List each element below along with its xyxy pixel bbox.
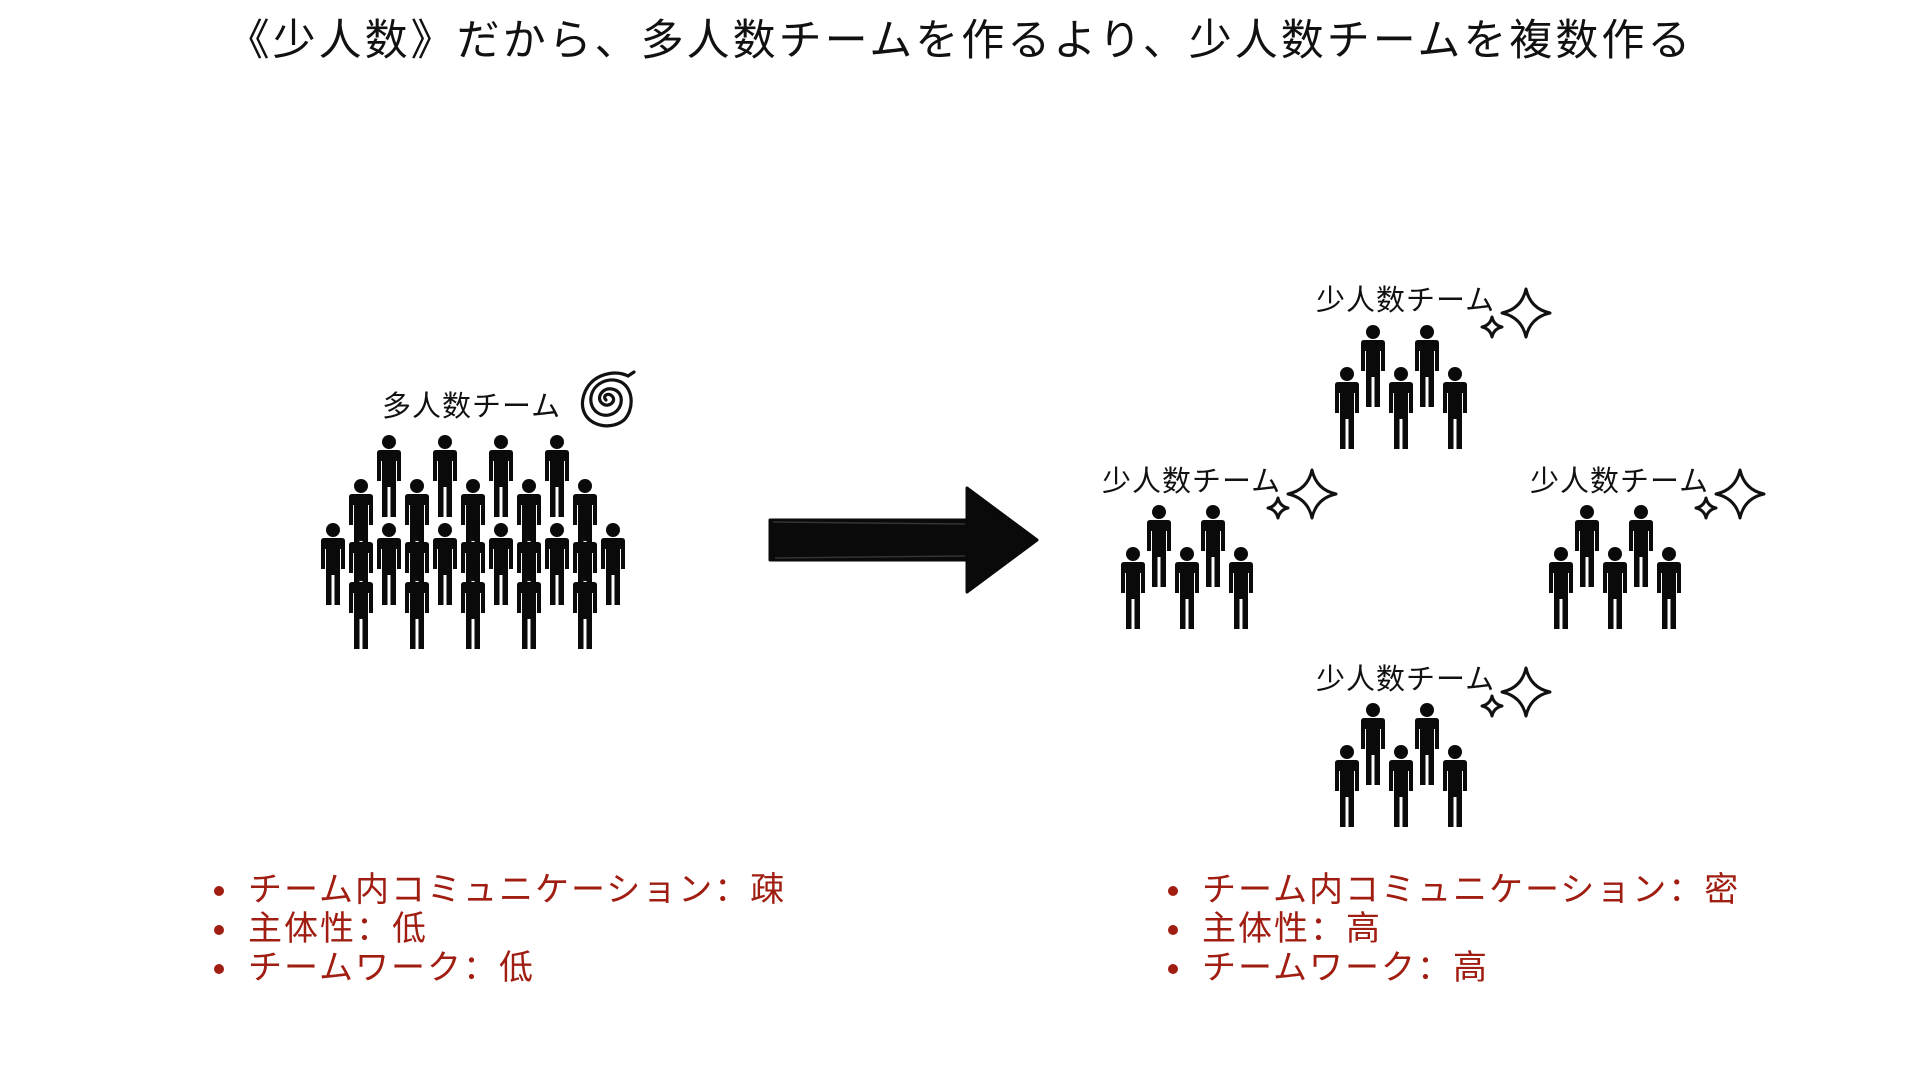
person-icon	[1415, 703, 1439, 785]
person-icon	[1549, 547, 1573, 629]
bullet-dot	[1168, 886, 1178, 896]
bullet-dot	[214, 925, 224, 935]
sparkle-icon	[1266, 468, 1338, 520]
sparkle-star-shape	[1480, 694, 1504, 718]
person-icon	[1229, 547, 1253, 629]
large-team-crowd	[321, 435, 625, 649]
small-team-label-left: 少人数チーム	[1102, 464, 1282, 498]
small-team-label-top: 少人数チーム	[1316, 283, 1496, 317]
person-icon	[1389, 367, 1413, 449]
person-icon	[433, 523, 457, 605]
person-icon	[489, 523, 513, 605]
list-item: チーム内コミュニケーション：密	[1162, 871, 1740, 910]
list-item: 主体性：高	[1162, 910, 1740, 949]
small-team-group-left	[1121, 505, 1253, 629]
small-team-group-top	[1335, 325, 1467, 449]
person-icon	[1147, 505, 1171, 587]
sparkle-star-shape	[1714, 468, 1766, 520]
person-icon	[1575, 505, 1599, 587]
list-item: 主体性：低	[208, 910, 786, 949]
person-icon	[517, 567, 541, 649]
sparkle-star-shape	[1500, 287, 1552, 339]
person-icon	[1335, 745, 1359, 827]
person-icon	[1603, 547, 1627, 629]
person-icon	[1415, 325, 1439, 407]
person-icon	[573, 567, 597, 649]
person-icon	[1121, 547, 1145, 629]
bullet-dot	[214, 886, 224, 896]
person-icon	[377, 523, 401, 605]
person-icon	[545, 523, 569, 605]
list-item: チームワーク：低	[208, 949, 786, 988]
person-icon	[1657, 547, 1681, 629]
person-icon	[601, 523, 625, 605]
person-icon	[1335, 367, 1359, 449]
sparkle-star-shape	[1500, 666, 1552, 718]
sparkle-icon	[1480, 287, 1552, 339]
person-icon	[321, 523, 345, 605]
sparkle-star-shape	[1266, 496, 1290, 520]
person-icon	[1361, 703, 1385, 785]
small-teams-characteristics: チーム内コミュニケーション：密 主体性：高 チームワーク：高	[1162, 871, 1740, 988]
page-title: 《少人数》だから、多人数チームを作るより、少人数チームを複数作る	[226, 16, 1694, 66]
small-team-group-right	[1549, 505, 1681, 629]
person-icon	[1175, 547, 1199, 629]
large-team-characteristics: チーム内コミュニケーション：疎 主体性：低 チームワーク：低	[208, 871, 786, 988]
small-team-label-bottom: 少人数チーム	[1316, 662, 1496, 696]
person-icon	[1443, 367, 1467, 449]
person-icon	[1629, 505, 1653, 587]
sparkle-icon	[1694, 468, 1766, 520]
person-icon	[489, 435, 513, 517]
person-icon	[349, 567, 373, 649]
person-icon	[1443, 745, 1467, 827]
person-icon	[1201, 505, 1225, 587]
small-team-label-right: 少人数チーム	[1530, 464, 1710, 498]
person-icon	[405, 567, 429, 649]
bullet-dot	[1168, 964, 1178, 974]
sparkle-star-shape	[1286, 468, 1338, 520]
person-icon	[545, 435, 569, 517]
small-team-group-bottom	[1335, 703, 1467, 827]
spiral-confusion-icon	[580, 370, 636, 428]
bullet-dot	[214, 964, 224, 974]
right-arrow-icon	[768, 486, 1039, 594]
sparkle-star-shape	[1694, 496, 1718, 520]
person-icon	[461, 567, 485, 649]
bullet-dot	[1168, 925, 1178, 935]
person-icon	[433, 435, 457, 517]
person-icon	[1389, 745, 1413, 827]
sparkle-star-shape	[1480, 315, 1504, 339]
sparkle-icon	[1480, 666, 1552, 718]
large-team-label: 多人数チーム	[382, 389, 562, 423]
person-icon	[377, 435, 401, 517]
list-item: チームワーク：高	[1162, 949, 1740, 988]
list-item: チーム内コミュニケーション：疎	[208, 871, 786, 910]
person-icon	[1361, 325, 1385, 407]
